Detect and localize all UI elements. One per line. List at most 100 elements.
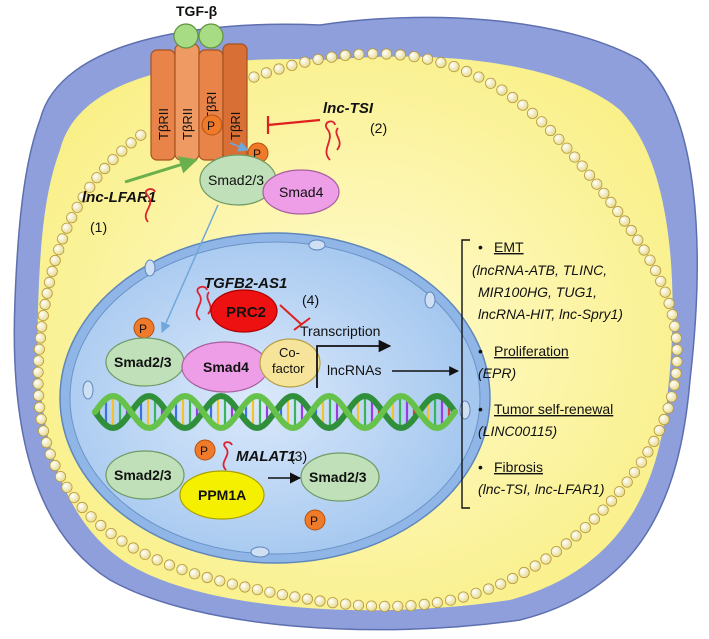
outcome-proliferation-line1: (EPR) xyxy=(478,365,516,381)
membrane-bead xyxy=(301,593,313,605)
membrane-bead xyxy=(34,332,47,344)
membrane-bead xyxy=(49,459,61,472)
membrane-bead xyxy=(518,566,530,579)
membrane-bead xyxy=(653,424,665,437)
membrane-bead xyxy=(605,495,618,507)
tgfb2-as1-group: TGFB2-AS1 PRC2 (4) xyxy=(195,275,319,333)
lnc-tsi-number: (2) xyxy=(370,120,387,136)
membrane-bead xyxy=(314,595,326,607)
membrane-bead xyxy=(53,244,65,256)
membrane-bead xyxy=(649,264,662,277)
membrane-bead xyxy=(339,49,351,62)
membrane-bead xyxy=(418,598,430,611)
membrane-bead xyxy=(68,491,80,504)
membrane-bead xyxy=(32,366,44,378)
outcome-list: • EMT (lncRNA-ATB, TLINC, MIR100HG, TUG1… xyxy=(472,239,623,497)
membrane-bead xyxy=(61,481,73,493)
bullet-fibrosis: • xyxy=(478,459,483,475)
ppm1a-label: PPM1A xyxy=(198,487,246,503)
membrane-bead xyxy=(605,196,617,208)
membrane-bead xyxy=(625,224,637,237)
membrane-bead xyxy=(37,309,49,322)
membrane-bead xyxy=(553,133,565,145)
membrane-bead xyxy=(201,571,213,584)
membrane-bead xyxy=(662,402,674,414)
outcome-emt-line2: MIR100HG, TUG1, xyxy=(478,284,597,300)
membrane-bead xyxy=(435,56,447,69)
receptor-label-2: TβRII xyxy=(180,108,195,140)
membrane-bead xyxy=(251,584,263,596)
membrane-bead xyxy=(33,343,45,355)
membrane-bead xyxy=(264,586,276,598)
prc2 xyxy=(210,289,278,333)
membrane-bead xyxy=(550,545,563,558)
membrane-bead xyxy=(44,448,56,460)
lnc-tsi-group: lnc-TSI (2) xyxy=(266,100,387,161)
membrane-bead xyxy=(526,107,539,120)
membrane-bead xyxy=(598,187,610,199)
membrane-bead xyxy=(43,276,56,288)
smad23-malat1-right-label: Smad2/3 xyxy=(309,469,367,485)
lnc-lfar1-rna-icon xyxy=(144,188,156,223)
receptor-phospho-label: P xyxy=(207,119,215,133)
membrane-bead xyxy=(325,51,338,63)
membrane-bead xyxy=(583,169,596,181)
membrane-bead xyxy=(163,559,176,571)
lnc-lfar1-number: (1) xyxy=(90,219,107,235)
membrane-bead xyxy=(61,222,73,234)
cofactor xyxy=(259,338,321,388)
lncrnas-label: lncRNAs xyxy=(327,362,381,378)
membrane-bead xyxy=(239,581,251,593)
cofactor-label-line1: Co- xyxy=(279,345,300,360)
receptor-tbrii-1 xyxy=(150,49,176,161)
membrane-bead xyxy=(125,137,137,149)
membrane-bead xyxy=(176,563,188,576)
membrane-bead xyxy=(405,600,417,612)
smad23-cytoplasm-label: Smad2/3 xyxy=(208,172,264,188)
smad23-nuclear-label: Smad2/3 xyxy=(114,354,172,370)
membrane-bead xyxy=(591,178,603,190)
membrane-bead xyxy=(666,309,678,321)
membrane-bead xyxy=(659,286,671,298)
membrane-bead xyxy=(597,504,609,516)
outcome-fibrosis-line1: (lnc-TSI, lnc-LFAR1) xyxy=(478,481,605,497)
membrane-bead xyxy=(299,56,311,68)
dna-helix xyxy=(92,392,458,432)
membrane-bead xyxy=(105,527,117,540)
membrane-bead xyxy=(561,142,573,154)
malat1-rna-icon xyxy=(222,441,233,471)
membrane-bead xyxy=(670,332,683,344)
membrane-bead xyxy=(536,116,548,128)
membrane-bead xyxy=(470,587,482,599)
lnc-lfar1-group: lnc-LFAR1 (1) xyxy=(82,156,198,235)
num3-label: (3) xyxy=(290,448,307,464)
smad4-cytoplasm xyxy=(262,169,340,215)
outcome-self-renewal-title: Tumor self-renewal xyxy=(494,401,613,417)
membrane-bead xyxy=(39,298,51,311)
outcome-proliferation-title: Proliferation xyxy=(494,343,569,359)
membrane-bead xyxy=(116,535,128,547)
membrane-bead xyxy=(365,600,378,612)
membrane-bead xyxy=(248,71,260,83)
tgfb2-as1-label: TGFB2-AS1 xyxy=(204,275,287,292)
membrane-bead xyxy=(648,435,660,447)
cell-membrane-beads xyxy=(32,48,683,613)
membrane-bead xyxy=(506,91,519,104)
ligand-label: TGF-β xyxy=(176,3,218,19)
membrane-bead xyxy=(482,583,495,595)
smad23-malat1-right xyxy=(300,452,380,502)
smad23-malat1-left xyxy=(105,450,185,500)
membrane-bead xyxy=(658,413,670,426)
membrane-bead xyxy=(444,594,457,606)
outcome-emt-line1: (lncRNA-ATB, TLINC, xyxy=(472,262,607,278)
free-phospho-label: P xyxy=(310,514,318,528)
membrane-bead xyxy=(127,542,139,554)
malat1-phospho-label: P xyxy=(200,444,208,458)
membrane-bead xyxy=(496,84,508,96)
membrane-bead xyxy=(663,297,675,309)
membrane-bead xyxy=(135,129,147,141)
membrane-bead xyxy=(457,591,469,603)
free-phospho xyxy=(304,509,326,531)
ligand-ball-2 xyxy=(198,23,224,49)
